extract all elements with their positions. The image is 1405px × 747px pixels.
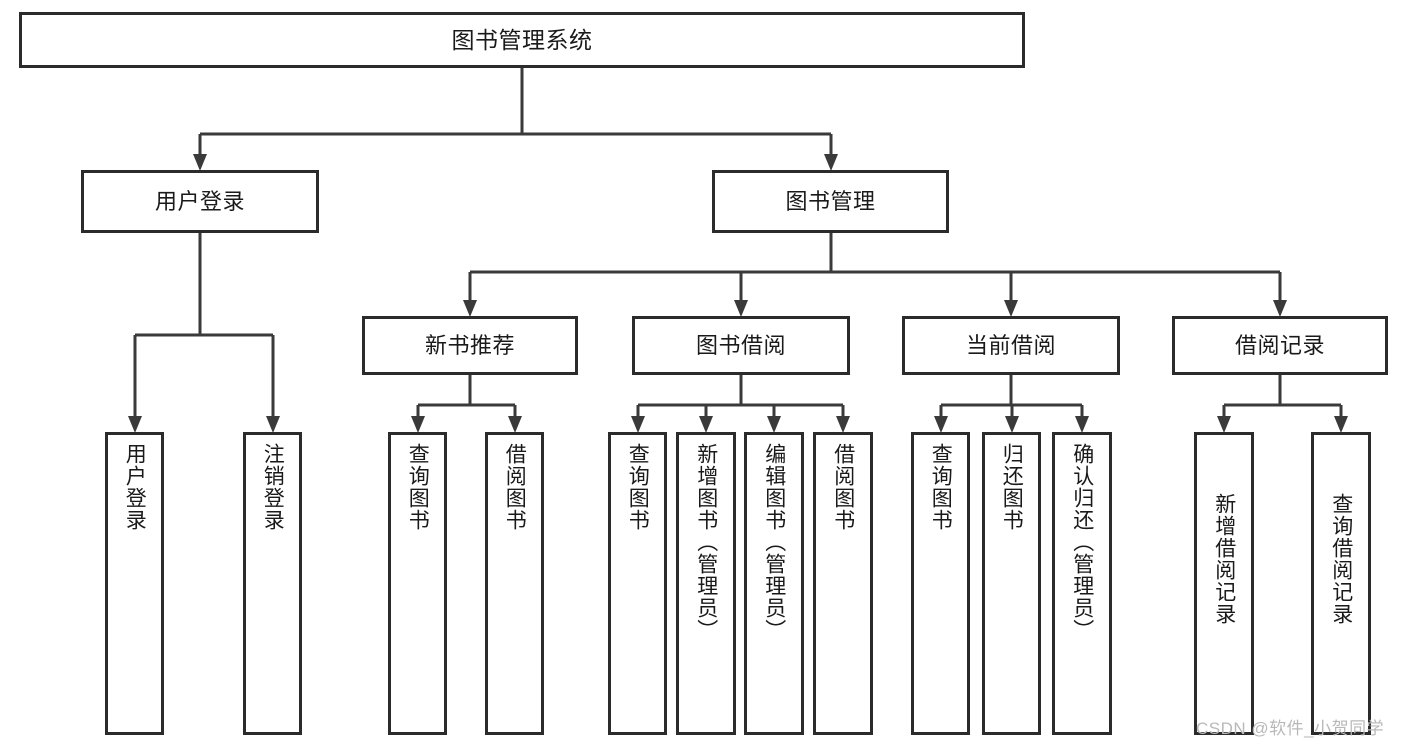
leaf-node-leaf-rec-query2[interactable]: 查询借阅记录	[1311, 432, 1371, 735]
arrow-head	[767, 416, 781, 433]
leaf-node-leaf-user-logout[interactable]: 注销登录	[243, 432, 302, 735]
leaf-node-leaf-cur-confirm[interactable]: 确认归还（管理员）	[1052, 432, 1112, 735]
watermark-label: CSDN @软件_小贺同学	[1196, 719, 1385, 738]
leaf-node-leaf-borrow-edit[interactable]: 编辑图书（管理员）	[744, 432, 804, 735]
node-label: 注销登录	[261, 443, 285, 531]
leaf-node-leaf-cur-return[interactable]: 归还图书	[982, 432, 1041, 735]
node-label: 确认归还（管理员）	[1070, 443, 1094, 641]
arrow-head	[1075, 416, 1089, 433]
node-label: 借阅图书	[503, 443, 527, 531]
arrow-head	[411, 416, 425, 433]
arrow-head	[1273, 300, 1287, 317]
arrow-head	[699, 416, 713, 433]
arrow-head	[266, 416, 280, 433]
node-label: 用户登录	[154, 188, 245, 214]
level2-node-user-login[interactable]: 用户登录	[81, 170, 319, 233]
leaf-node-leaf-rec-query[interactable]: 查询图书	[388, 432, 447, 735]
node-label: 图书借阅	[695, 332, 786, 358]
level3-node-book-borrow[interactable]: 图书借阅	[632, 316, 850, 375]
arrow-head	[128, 416, 142, 433]
node-label: 当前借阅	[965, 332, 1056, 358]
arrow-head	[734, 300, 748, 317]
node-label: 查询图书	[929, 443, 953, 531]
arrow-head	[824, 154, 838, 171]
arrow-head	[463, 300, 477, 317]
node-label: 图书管理	[785, 188, 876, 214]
arrow-head	[508, 416, 522, 433]
arrow-head	[836, 416, 850, 433]
node-label: 图书管理系统	[451, 26, 593, 53]
root-node[interactable]: 图书管理系统	[19, 12, 1025, 68]
level3-node-current-borrow[interactable]: 当前借阅	[902, 316, 1120, 375]
leaf-node-leaf-borrow-add[interactable]: 新增图书（管理员）	[676, 432, 736, 735]
arrow-head	[1217, 416, 1231, 433]
leaf-node-leaf-rec-borrow[interactable]: 借阅图书	[485, 432, 544, 735]
node-label: 新书推荐	[424, 332, 515, 358]
leaf-node-leaf-cur-query[interactable]: 查询图书	[911, 432, 970, 735]
node-label: 借阅记录	[1234, 332, 1325, 358]
level3-node-new-book-rec[interactable]: 新书推荐	[362, 316, 578, 375]
level3-node-borrow-record[interactable]: 借阅记录	[1172, 316, 1388, 375]
leaf-node-leaf-borrow-do[interactable]: 借阅图书	[813, 432, 873, 735]
arrow-head	[1334, 416, 1348, 433]
leaf-node-leaf-user-login[interactable]: 用户登录	[105, 432, 164, 735]
node-label: 查询借阅记录	[1329, 493, 1353, 625]
node-label: 新增借阅记录	[1212, 493, 1236, 625]
arrow-head	[934, 416, 948, 433]
node-label: 归还图书	[1000, 443, 1024, 531]
node-label: 用户登录	[123, 443, 147, 531]
node-label: 编辑图书（管理员）	[762, 443, 786, 641]
node-label: 新增图书（管理员）	[694, 443, 718, 641]
node-label: 查询图书	[406, 443, 430, 531]
leaf-node-leaf-borrow-query[interactable]: 查询图书	[608, 432, 667, 735]
arrow-head	[1005, 416, 1019, 433]
arrow-head	[193, 154, 207, 171]
node-label: 查询图书	[626, 443, 650, 531]
arrow-head	[631, 416, 645, 433]
leaf-node-leaf-rec-add[interactable]: 新增借阅记录	[1194, 432, 1254, 735]
node-label: 借阅图书	[831, 443, 855, 531]
level2-node-book-manage[interactable]: 图书管理	[712, 170, 949, 233]
arrow-head	[1004, 300, 1018, 317]
